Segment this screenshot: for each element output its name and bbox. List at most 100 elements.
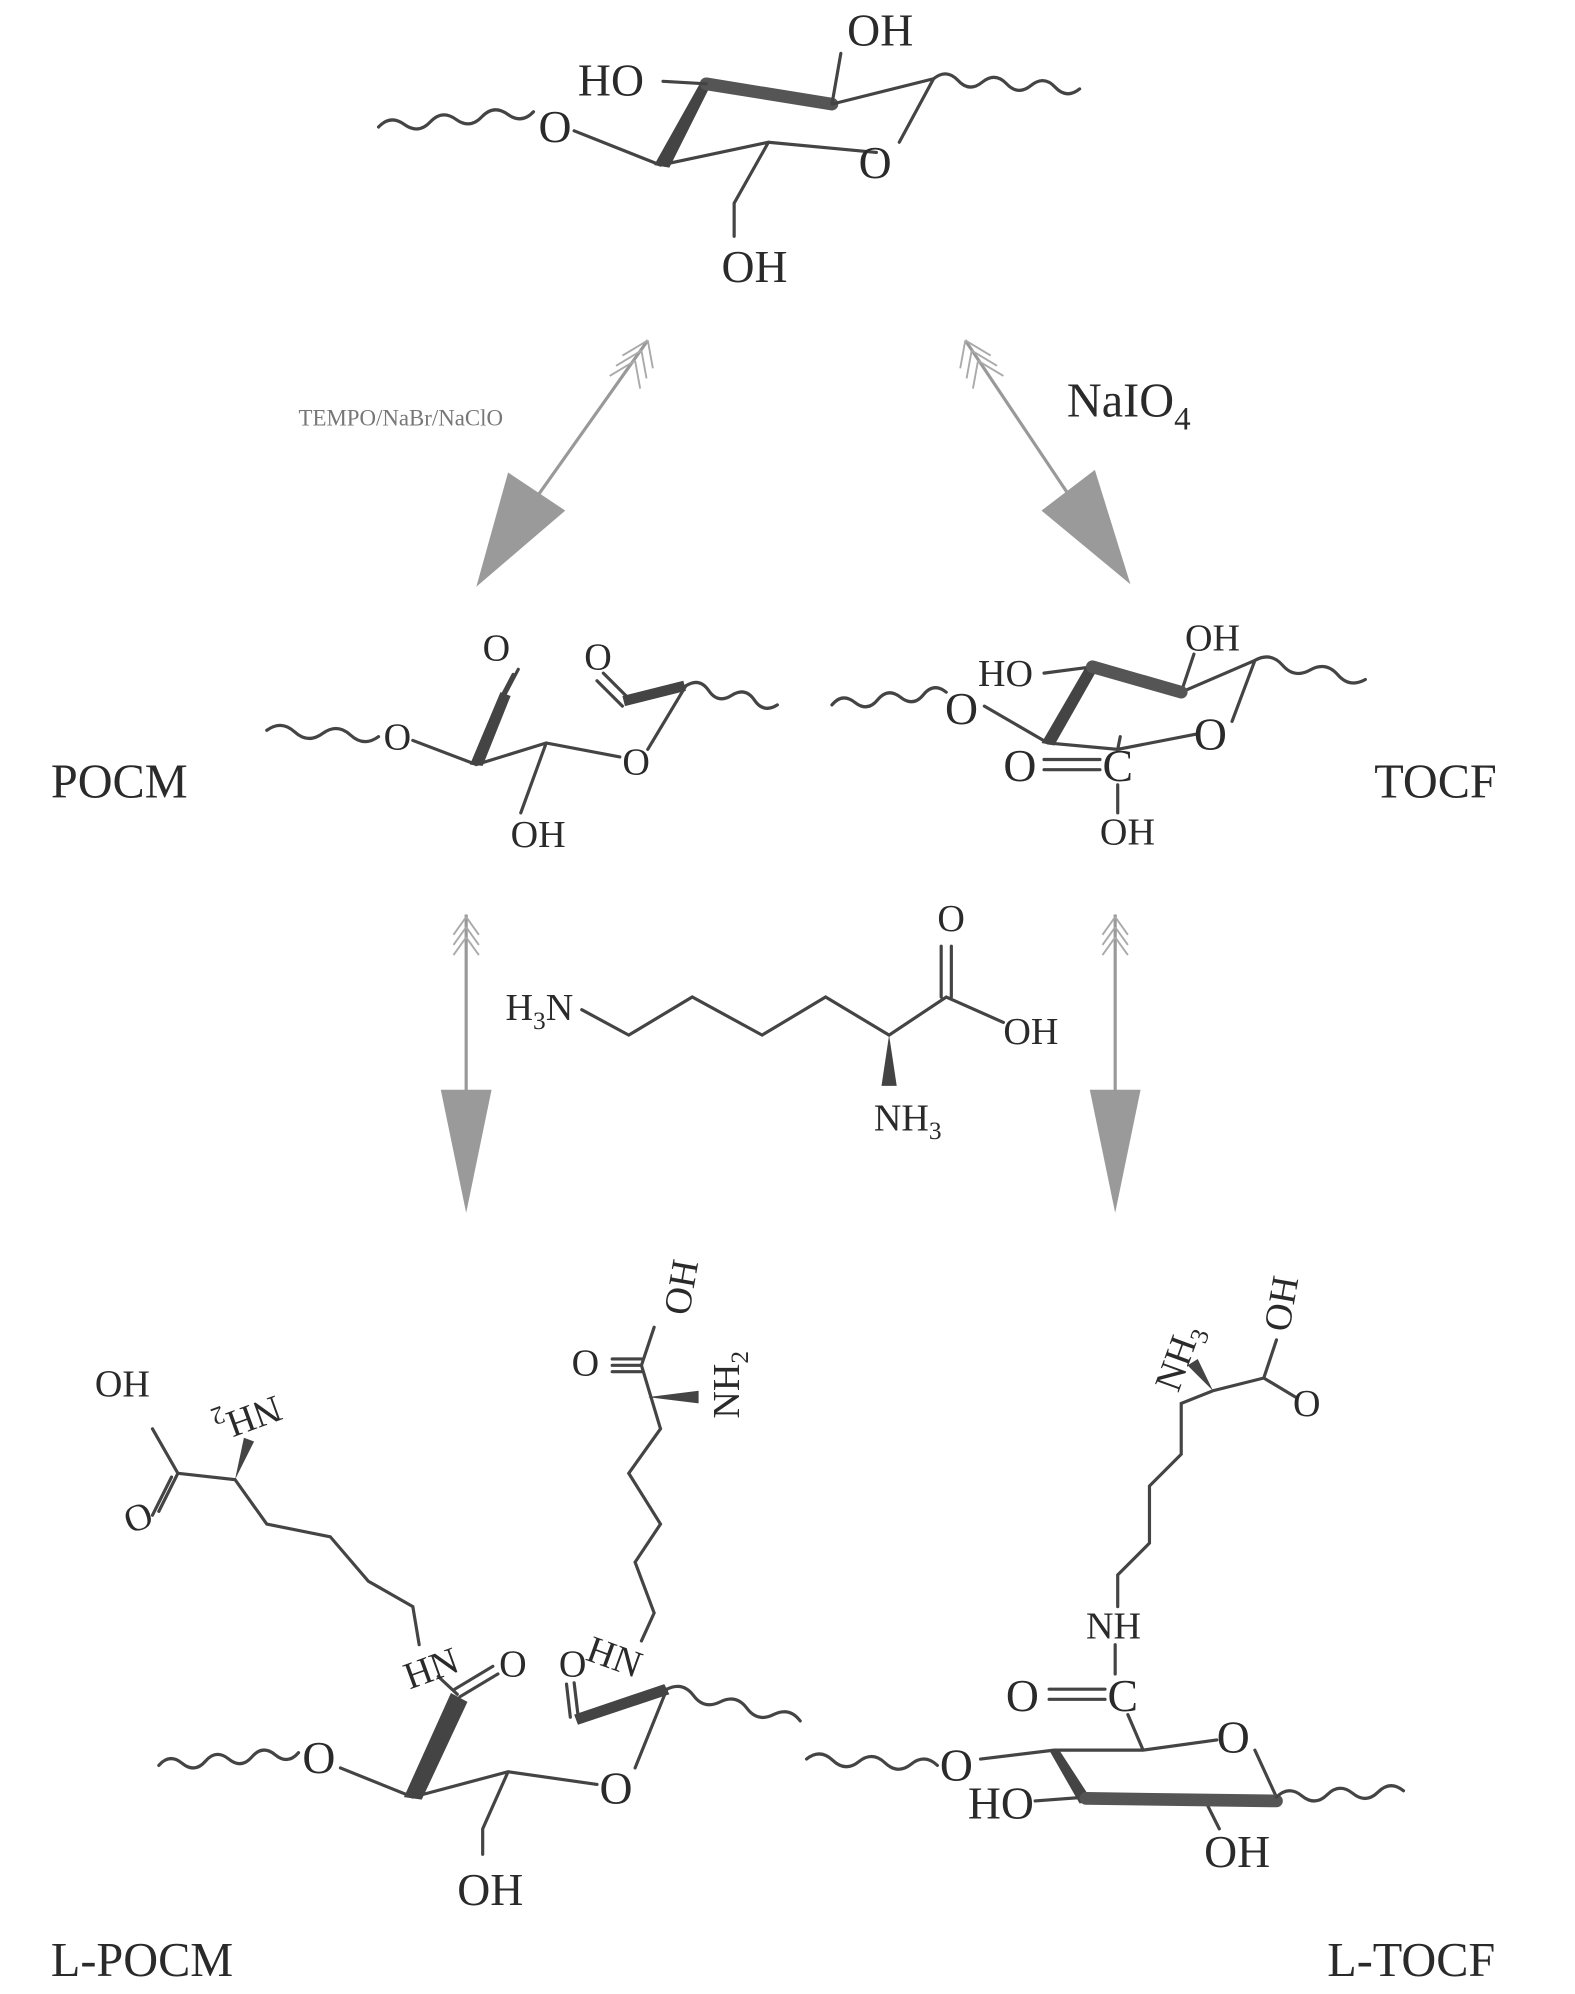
arrow-head: [440, 1089, 492, 1213]
atom-oh: OH: [721, 241, 787, 292]
atom-hn: HN: [581, 1628, 647, 1686]
wedge-bond: [1049, 1750, 1093, 1804]
arrow-right-down: [1089, 914, 1141, 1213]
arrow-tempo: [476, 339, 654, 587]
double-bond: [595, 671, 631, 708]
atom-oh: OH: [1256, 1273, 1307, 1334]
bond: [150, 1427, 421, 1647]
bold-bond: [1085, 660, 1188, 699]
reagent-tempo: TEMPO/NaBr/NaClO: [299, 405, 503, 430]
polymer-chain-wave: [265, 723, 381, 744]
wedge-bond: [647, 1390, 699, 1404]
bond: [436, 1664, 500, 1699]
label-pocm: POCM: [51, 756, 188, 809]
bond: [1116, 1338, 1298, 1609]
atom-oh: OH: [1100, 812, 1155, 854]
atom-ho: HO: [95, 1363, 150, 1405]
atom-o: O: [1003, 740, 1036, 791]
polymer-chain-wave: [1253, 655, 1367, 685]
label-tocf: TOCF: [1374, 756, 1496, 809]
atom-o: O: [1194, 708, 1227, 759]
arrow-periodate: [959, 339, 1131, 585]
atom-oh: OH: [457, 1864, 523, 1915]
bond: [978, 1643, 1279, 1831]
atom-nh2: NH2: [207, 1381, 287, 1449]
atom-o: O: [945, 683, 978, 734]
pocm-structure: O O O O OH: [265, 627, 779, 856]
atom-oh: OH: [847, 5, 913, 56]
atom-o: O: [1217, 1712, 1250, 1763]
wedge-bond: [469, 692, 511, 766]
bond: [633, 1687, 669, 1770]
polymer-chain-wave: [931, 72, 1082, 96]
polymer-chain-wave: [665, 1684, 802, 1723]
atom-o: O: [1293, 1383, 1321, 1425]
polymer-chain-wave: [830, 686, 948, 709]
atom-o: O: [559, 1643, 587, 1685]
bold-bond: [699, 77, 839, 111]
atom-o: O: [859, 137, 892, 188]
atom-ho: HO: [578, 54, 644, 105]
atom-oh: OH: [1204, 1826, 1270, 1877]
atom-c: C: [1108, 1670, 1138, 1721]
atom-oh: OH: [1003, 1011, 1058, 1053]
cellulose-structure: HO OH O O OH: [376, 5, 1082, 292]
bold-bond: [1079, 1792, 1283, 1808]
atom-oh: OH: [1185, 617, 1240, 659]
atom-o: O: [384, 716, 412, 758]
polymer-chain-wave: [157, 1748, 301, 1770]
double-bond: [1042, 757, 1102, 772]
atom-c: C: [1102, 740, 1133, 791]
atom-o: O: [539, 101, 572, 152]
wedge-bond: [881, 1035, 897, 1086]
wedge-bond: [1041, 664, 1098, 746]
wedge-bond: [235, 1437, 255, 1480]
wedge-bond: [574, 1684, 670, 1725]
atom-ho: HO: [978, 653, 1033, 695]
arrow-head: [1041, 469, 1131, 585]
atom-h3n: H3N: [506, 987, 574, 1035]
wedge-bond: [654, 81, 712, 168]
double-bond: [564, 1681, 580, 1719]
bond: [646, 684, 688, 751]
arrow-head: [1089, 1089, 1141, 1213]
polymer-chain-wave: [684, 680, 779, 710]
atom-o: O: [622, 742, 650, 784]
atom-nh2: NH2: [706, 1351, 754, 1419]
atom-nh3: NH3: [874, 1097, 942, 1145]
polymer-chain-wave: [376, 108, 536, 131]
atom-ho: HO: [968, 1778, 1034, 1829]
atom-o: O: [572, 1342, 600, 1384]
atom-nh3: NH3: [1147, 1319, 1215, 1399]
polymer-chain-wave: [1274, 1784, 1406, 1803]
bond: [411, 738, 622, 815]
bond: [572, 129, 878, 167]
reagent-periodate: NaIO4: [1067, 375, 1191, 438]
label-l-pocm: L-POCM: [51, 1934, 233, 1987]
bond: [338, 1766, 599, 1856]
arrow-head: [476, 472, 566, 587]
atom-oh: OH: [656, 1257, 707, 1318]
atom-nh: NH: [1086, 1605, 1141, 1647]
atom-o: O: [937, 898, 965, 940]
arrow-left-down: [440, 914, 492, 1213]
atom-o: O: [483, 627, 511, 669]
atom-oh: OH: [511, 814, 566, 856]
lysine-structure: H3N O OH NH3: [506, 898, 1059, 1145]
atom-o: O: [584, 636, 612, 678]
atom-o: O: [499, 1643, 527, 1685]
polymer-chain-wave: [804, 1752, 939, 1771]
atom-o: O: [118, 1494, 158, 1543]
atom-o: O: [940, 1740, 973, 1791]
l-tocf-structure: NH3 OH O NH O C O O HO OH: [804, 1273, 1406, 1877]
label-l-tocf: L-TOCF: [1327, 1934, 1495, 1987]
l-pocm-structure: HO O NH2 HN O O HN O OH NH2 O O OH: [95, 1257, 802, 1915]
bond: [610, 1325, 663, 1643]
tocf-structure: HO OH O O O C OH: [830, 617, 1367, 854]
wedge-bond: [1187, 1358, 1213, 1391]
wedge-bond: [622, 680, 686, 707]
double-bond: [498, 667, 520, 701]
wedge-bond: [403, 1692, 468, 1800]
bond: [580, 944, 1005, 1037]
